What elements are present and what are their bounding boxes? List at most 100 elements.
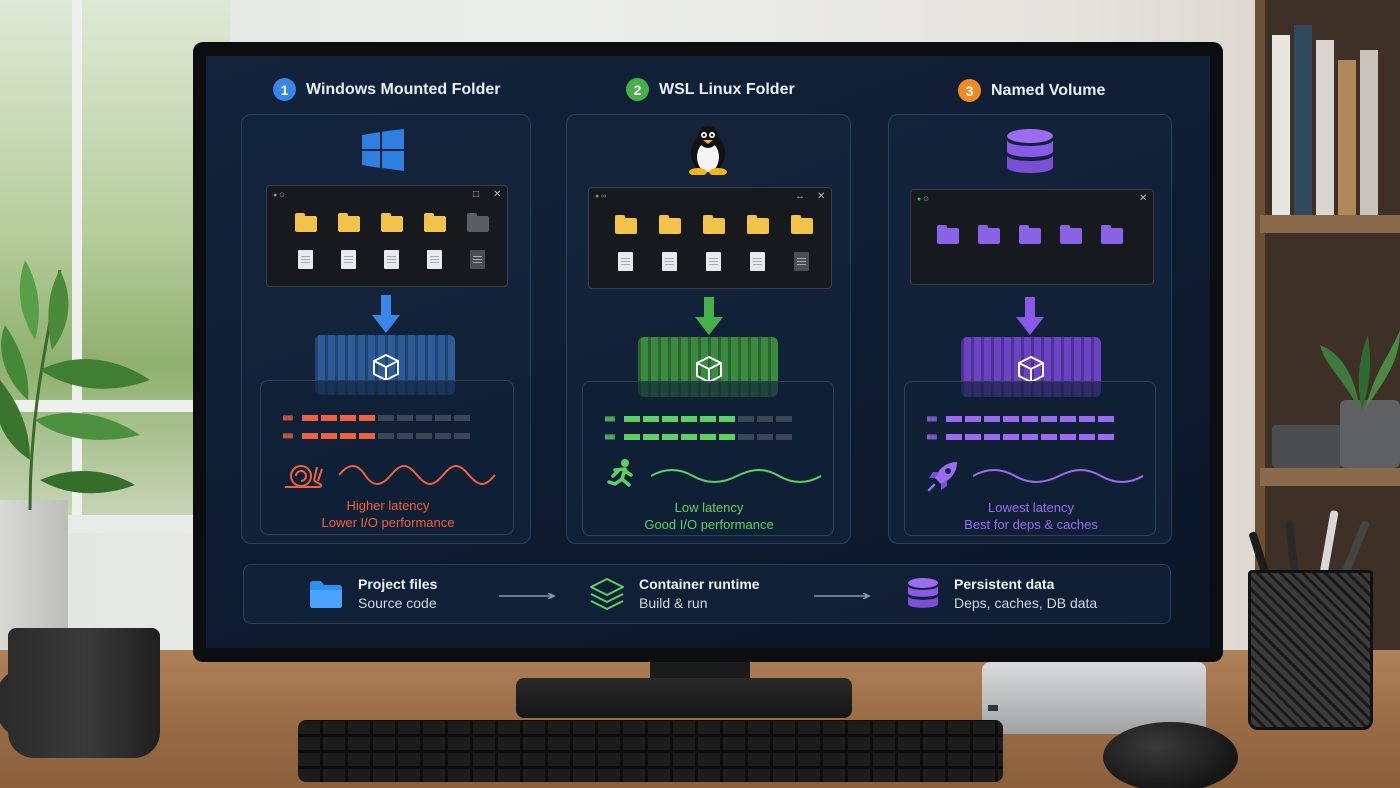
io-bar-segment: [662, 416, 678, 422]
rocket-icon: [927, 460, 959, 492]
io-bar-segment: [340, 433, 356, 439]
step-number-badge: 1: [273, 78, 296, 101]
io-bar-segment: [757, 434, 773, 440]
arrow-right-icon: [814, 593, 872, 599]
folder-icon: [424, 216, 446, 232]
pen-holder: [1248, 570, 1373, 730]
keyboard: [298, 720, 1003, 782]
io-bar-segment: [1098, 416, 1114, 422]
folder-icon: [978, 228, 1000, 244]
folder-icon: [659, 218, 681, 234]
monitor-stand-base: [516, 678, 852, 718]
maximize-icon[interactable]: □: [473, 189, 479, 200]
latency-label: Higher latency: [261, 497, 515, 514]
io-bar-row: ▦▦: [605, 432, 792, 441]
book: [1316, 40, 1334, 215]
latency-wave-icon: [973, 466, 1145, 486]
io-bar-segment: [700, 416, 716, 422]
io-bar-segment: [946, 434, 962, 440]
close-icon[interactable]: ✕: [493, 189, 501, 200]
io-bar-segment: [681, 434, 697, 440]
io-bar-segment: [397, 433, 413, 439]
layers-icon: [589, 577, 625, 611]
mini-pc-port: [988, 705, 998, 711]
performance-caption: Higher latency Lower I/O performance: [261, 497, 515, 531]
column-title: Windows Mounted Folder: [306, 81, 501, 99]
io-bar-segment: [965, 416, 981, 422]
flow-step-subtitle: Deps, caches, DB data: [954, 594, 1097, 613]
io-bar-segment: [416, 415, 432, 421]
book: [1272, 35, 1290, 215]
io-bar-segment: [757, 416, 773, 422]
document-icon: [662, 252, 677, 271]
io-bar-row: ▦▦: [283, 431, 470, 440]
folder-icon: [338, 216, 360, 232]
io-bar-segment: [738, 434, 754, 440]
flow-step-container-runtime: Container runtime Build & run: [589, 575, 760, 613]
database-icon: [1005, 129, 1055, 175]
close-icon[interactable]: ✕: [1139, 193, 1147, 204]
io-bar-segment: [1003, 416, 1019, 422]
io-bar-segment: [719, 434, 735, 440]
flow-step-title: Container runtime: [639, 575, 760, 594]
close-icon[interactable]: ✕: [817, 191, 825, 202]
io-bar-segment: [302, 415, 318, 421]
book: [1360, 50, 1378, 215]
io-bar-row: ▦▦: [283, 413, 470, 422]
coffee-mug: [8, 628, 160, 758]
panel-wsl-linux-folder: ● ∞ ↔ ✕ ▦▦: [566, 114, 851, 544]
io-bar-segment: [965, 434, 981, 440]
panel-named-volume: ● ⊙ ✕ ▦▦: [888, 114, 1172, 544]
io-metrics-card: ▦▦ ▦▦: [582, 381, 834, 536]
workflow-strip: Project files Source code Container runt…: [243, 564, 1171, 624]
folder-icon: [747, 218, 769, 234]
io-bar-segment: [1060, 416, 1076, 422]
io-bar-segment: [681, 416, 697, 422]
io-bar-segment: [397, 415, 413, 421]
window-tab-icon: ● ⊙: [917, 195, 929, 203]
latency-wave-icon: [651, 466, 823, 486]
io-label: Lower I/O performance: [261, 514, 515, 531]
io-metrics-card: ▦▦ ▦▦: [260, 380, 514, 535]
document-icon: [298, 250, 313, 269]
io-bar-segment: [946, 416, 962, 422]
computer-mouse: [1103, 722, 1238, 788]
performance-caption: Lowest latency Best for deps & caches: [905, 499, 1157, 533]
io-bar-segment: [416, 433, 432, 439]
io-bar-segment: [340, 415, 356, 421]
document-icon: [384, 250, 399, 269]
database-icon: [906, 577, 940, 611]
cube-icon: [372, 353, 400, 381]
arrow-down-icon: [372, 295, 400, 333]
io-metrics-card: ▦▦ ▦▦: [904, 381, 1156, 536]
volume-explorer-window: ● ⊙ ✕: [910, 189, 1154, 285]
step-number-badge: 2: [626, 78, 649, 101]
flow-step-persistent-data: Persistent data Deps, caches, DB data: [906, 575, 1097, 613]
shelf-plant-icon: [1320, 325, 1400, 415]
io-bar-segment: [776, 416, 792, 422]
io-bar-row: ▦▦: [927, 414, 1114, 423]
disk-icon: ▦▦: [927, 432, 937, 441]
io-bar-segment: [1003, 434, 1019, 440]
io-bar-segment: [662, 434, 678, 440]
disk-icon: ▦▦: [605, 414, 615, 423]
document-icon: [794, 252, 809, 271]
column-title: Named Volume: [991, 82, 1105, 100]
resize-icon[interactable]: ↔: [795, 191, 805, 202]
folder-icon: [381, 216, 403, 232]
io-bar-segment: [984, 434, 1000, 440]
folder-icon: [615, 218, 637, 234]
snail-icon: [281, 459, 323, 491]
io-bar-segment: [302, 433, 318, 439]
arrow-right-icon: [499, 593, 557, 599]
io-bar-segment: [1079, 434, 1095, 440]
book: [1294, 25, 1312, 215]
arrow-down-icon: [1016, 297, 1044, 335]
disk-icon: ▦▦: [283, 431, 293, 440]
io-bar-segment: [435, 415, 451, 421]
io-bar-segment: [719, 416, 735, 422]
document-icon: [706, 252, 721, 271]
disk-icon: ▦▦: [283, 413, 293, 422]
folder-icon: [791, 218, 813, 234]
document-icon: [618, 252, 633, 271]
